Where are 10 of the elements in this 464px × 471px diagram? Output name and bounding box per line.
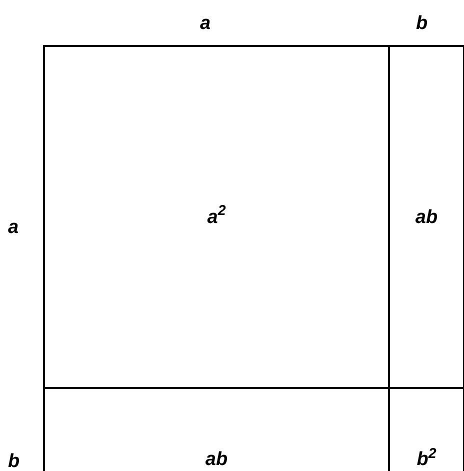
- area-label: ab: [205, 450, 228, 469]
- area-label: ab: [415, 208, 438, 226]
- area-label: b$^{2}$: [416, 450, 436, 469]
- area-rectangle: [388, 45, 464, 389]
- side-length-label: a: [8, 218, 19, 237]
- side-length-label: b: [8, 452, 20, 471]
- area-label: a$^{2}$: [207, 208, 226, 226]
- area-rectangle: [43, 45, 390, 389]
- side-length-label: a: [200, 14, 211, 33]
- side-length-label: b: [416, 14, 428, 33]
